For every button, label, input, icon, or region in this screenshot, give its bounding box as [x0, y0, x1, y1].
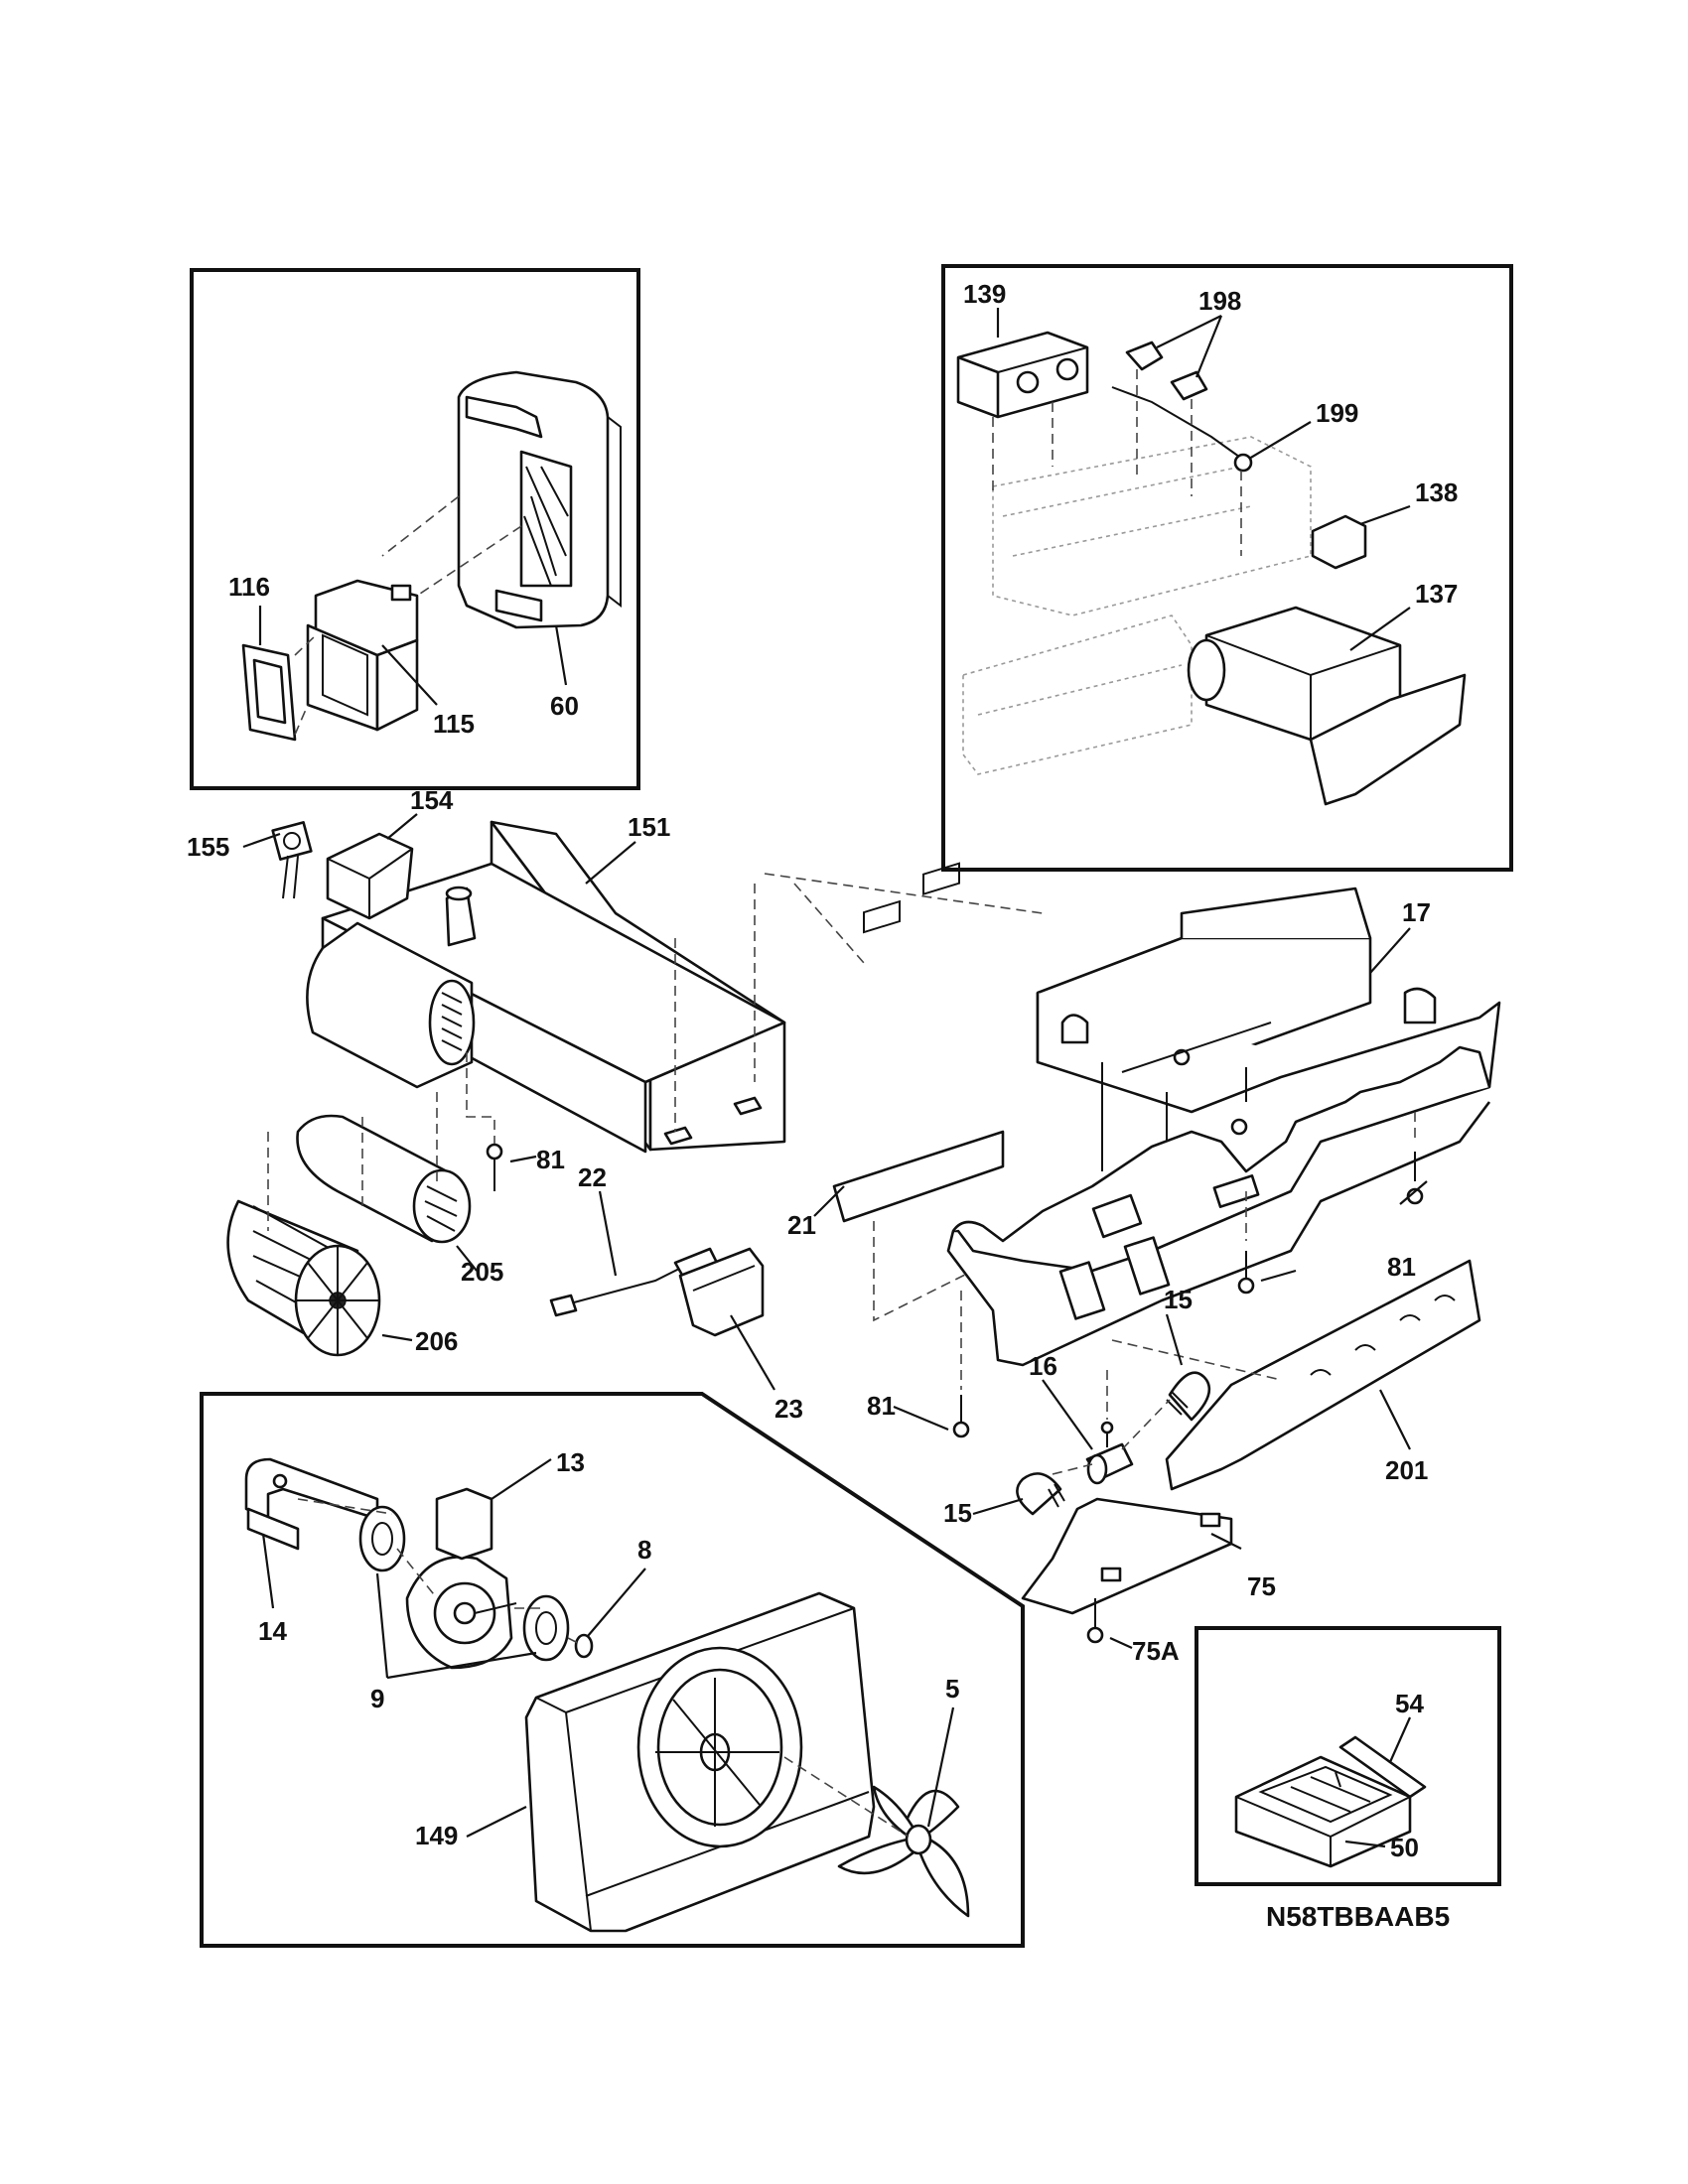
part-206-drum	[226, 1199, 381, 1357]
label-5: 5	[945, 1674, 959, 1704]
part-151-tray	[321, 820, 786, 1154]
part-8-washer	[574, 1633, 594, 1659]
inset-frame-bottom-left	[200, 1392, 1025, 1948]
part-81-screw-c	[1237, 1251, 1255, 1295]
part-54-strip	[1338, 1735, 1427, 1799]
inset-frame-top-right	[941, 264, 1513, 872]
label-137: 137	[1415, 579, 1458, 609]
part-139-switch	[956, 331, 1089, 419]
part-23-cap	[678, 1247, 765, 1337]
label-199: 199	[1316, 398, 1358, 428]
label-116: 116	[228, 572, 270, 602]
part-9-wheel-b	[522, 1594, 570, 1662]
inset-housing-assembly: 116 115 60	[190, 268, 640, 790]
middle-left-assembly: 155 154 151 81 22 21 205 206 23	[187, 785, 1044, 1424]
part-17-housing	[946, 887, 1501, 1367]
part-116-gasket	[241, 643, 297, 742]
part-199-harness	[1111, 386, 1253, 473]
part-198-clips	[1125, 341, 1208, 401]
label-50: 50	[1390, 1833, 1419, 1862]
part-15-bulb-a	[1166, 1371, 1211, 1422]
label-138: 138	[1415, 478, 1458, 507]
part-75A-screw	[1086, 1598, 1104, 1644]
part-13-motor	[405, 1487, 517, 1670]
inset-fan-assembly: 14 13 8 9 5 149	[200, 1392, 1025, 1948]
part-155-sensor	[271, 821, 313, 899]
part-5-fan-blade	[837, 1785, 970, 1918]
label-139: 139	[963, 279, 1006, 309]
label-21: 21	[787, 1210, 816, 1240]
label-17: 17	[1402, 897, 1431, 927]
label-23: 23	[774, 1394, 803, 1424]
part-21-board	[832, 862, 1005, 1223]
part-81-screw-d	[952, 1395, 970, 1438]
label-81-a: 81	[536, 1145, 565, 1174]
label-54: 54	[1395, 1689, 1424, 1718]
label-115: 115	[433, 709, 475, 739]
label-154: 154	[410, 785, 454, 815]
label-8: 8	[637, 1535, 651, 1565]
label-60: 60	[550, 691, 579, 721]
label-205: 205	[461, 1257, 503, 1287]
label-201: 201	[1385, 1455, 1428, 1485]
part-auger-cylinder	[306, 921, 476, 1089]
label-155: 155	[187, 832, 229, 862]
label-206: 206	[415, 1326, 458, 1356]
label-16: 16	[1029, 1351, 1057, 1381]
part-149-shroud	[524, 1591, 876, 1933]
part-16-socket	[1085, 1421, 1134, 1485]
label-22: 22	[578, 1162, 607, 1192]
label-13: 13	[556, 1447, 585, 1477]
part-50-tray	[1234, 1755, 1412, 1868]
part-154-cover	[326, 832, 414, 920]
part-9-wheel-a	[358, 1505, 406, 1572]
label-75: 75	[1247, 1571, 1276, 1601]
inset-dispenser-assembly: 139 198 199 138 137	[941, 264, 1513, 872]
inset-tray-assembly: 54 50	[1195, 1626, 1501, 1886]
diagram-code: N58TBBAAB5	[1266, 1901, 1450, 1932]
label-198: 198	[1198, 286, 1241, 316]
part-138-bracket	[1311, 514, 1367, 570]
part-22-harness	[549, 1247, 719, 1317]
label-15-b: 15	[943, 1498, 972, 1528]
part-60-housing	[457, 370, 622, 629]
label-9: 9	[370, 1684, 384, 1713]
part-15-bulb-b	[1016, 1472, 1065, 1516]
label-149: 149	[415, 1821, 458, 1850]
part-115-module	[306, 579, 419, 732]
label-14: 14	[258, 1616, 287, 1646]
part-205-scoop	[296, 1114, 472, 1244]
part-201-panel	[1165, 1259, 1481, 1491]
label-81-b: 81	[1387, 1252, 1416, 1282]
label-15-a: 15	[1164, 1285, 1193, 1314]
label-75A: 75A	[1132, 1636, 1180, 1666]
inset-frame-top-left	[190, 268, 640, 790]
part-75-bracket	[1021, 1497, 1233, 1615]
label-81-c: 81	[867, 1391, 896, 1421]
label-151: 151	[628, 812, 670, 842]
middle-right-assembly: 17 81 15 16 81 201 15 75 75A	[867, 887, 1501, 1666]
part-81-screw-a	[486, 1143, 503, 1191]
part-14-bracket	[244, 1457, 379, 1551]
part-137-chute	[1187, 606, 1467, 806]
inset-frame-bottom-right	[1195, 1626, 1501, 1886]
